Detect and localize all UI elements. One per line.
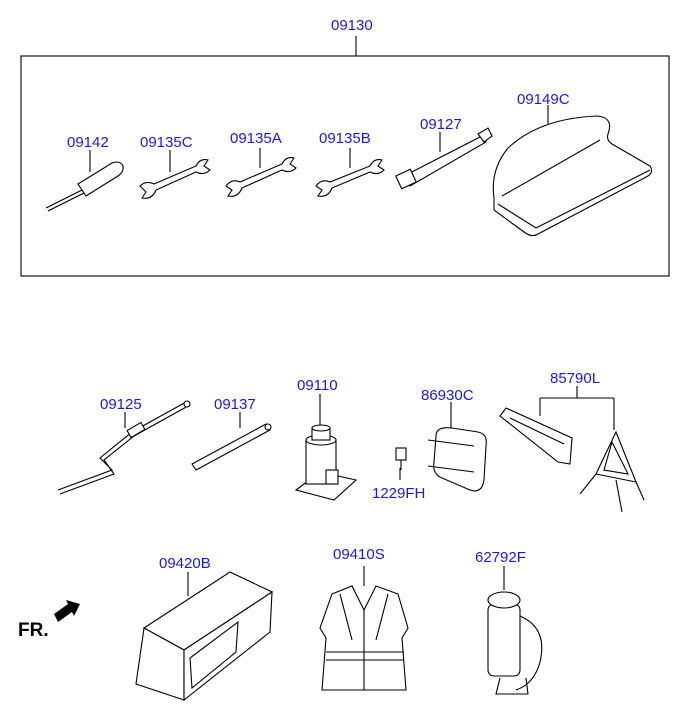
wrench-b-drawing bbox=[315, 148, 385, 197]
part-number-09125[interactable]: 09125 bbox=[100, 396, 142, 413]
bottle-holder-drawing bbox=[487, 566, 543, 695]
part-number-09420b[interactable]: 09420B bbox=[159, 555, 211, 572]
jack-handle-drawing bbox=[57, 400, 191, 495]
part-number-09137[interactable]: 09137 bbox=[214, 396, 256, 413]
extension-bar-drawing bbox=[191, 412, 272, 471]
part-number-09135a[interactable]: 09135A bbox=[230, 130, 282, 147]
part-number-09130[interactable]: 09130 bbox=[331, 17, 373, 34]
safety-vest-drawing bbox=[319, 566, 409, 691]
part-number-86930c[interactable]: 86930C bbox=[421, 387, 474, 404]
kit-group-frame bbox=[20, 55, 670, 277]
part-number-09410s[interactable]: 09410S bbox=[333, 546, 385, 563]
screwdriver-drawing bbox=[45, 150, 124, 212]
warning-triangle-drawing bbox=[499, 386, 645, 513]
jack-bracket-drawing bbox=[395, 402, 487, 492]
part-number-09142[interactable]: 09142 bbox=[67, 134, 109, 151]
socket-bar-drawing bbox=[395, 127, 493, 190]
part-number-85790l[interactable]: 85790L bbox=[550, 370, 601, 387]
part-number-09110[interactable]: 09110 bbox=[297, 377, 338, 394]
first-aid-box-drawing bbox=[135, 571, 274, 702]
part-number-09135b[interactable]: 09135B bbox=[319, 130, 371, 147]
tool-case-drawing bbox=[492, 105, 653, 237]
part-number-09149c[interactable]: 09149C bbox=[517, 91, 570, 108]
front-arrow-icon bbox=[54, 600, 80, 622]
front-marker-label: FR. bbox=[18, 620, 49, 641]
part-number-1229fh[interactable]: 1229FH bbox=[372, 485, 426, 502]
part-number-62792f[interactable]: 62792F bbox=[475, 549, 526, 566]
wrench-c-drawing bbox=[139, 150, 211, 199]
part-number-09135c[interactable]: 09135C bbox=[140, 134, 193, 151]
jack-drawing bbox=[294, 394, 358, 501]
wrench-a-drawing bbox=[225, 148, 297, 197]
part-number-09127[interactable]: 09127 bbox=[420, 116, 462, 133]
